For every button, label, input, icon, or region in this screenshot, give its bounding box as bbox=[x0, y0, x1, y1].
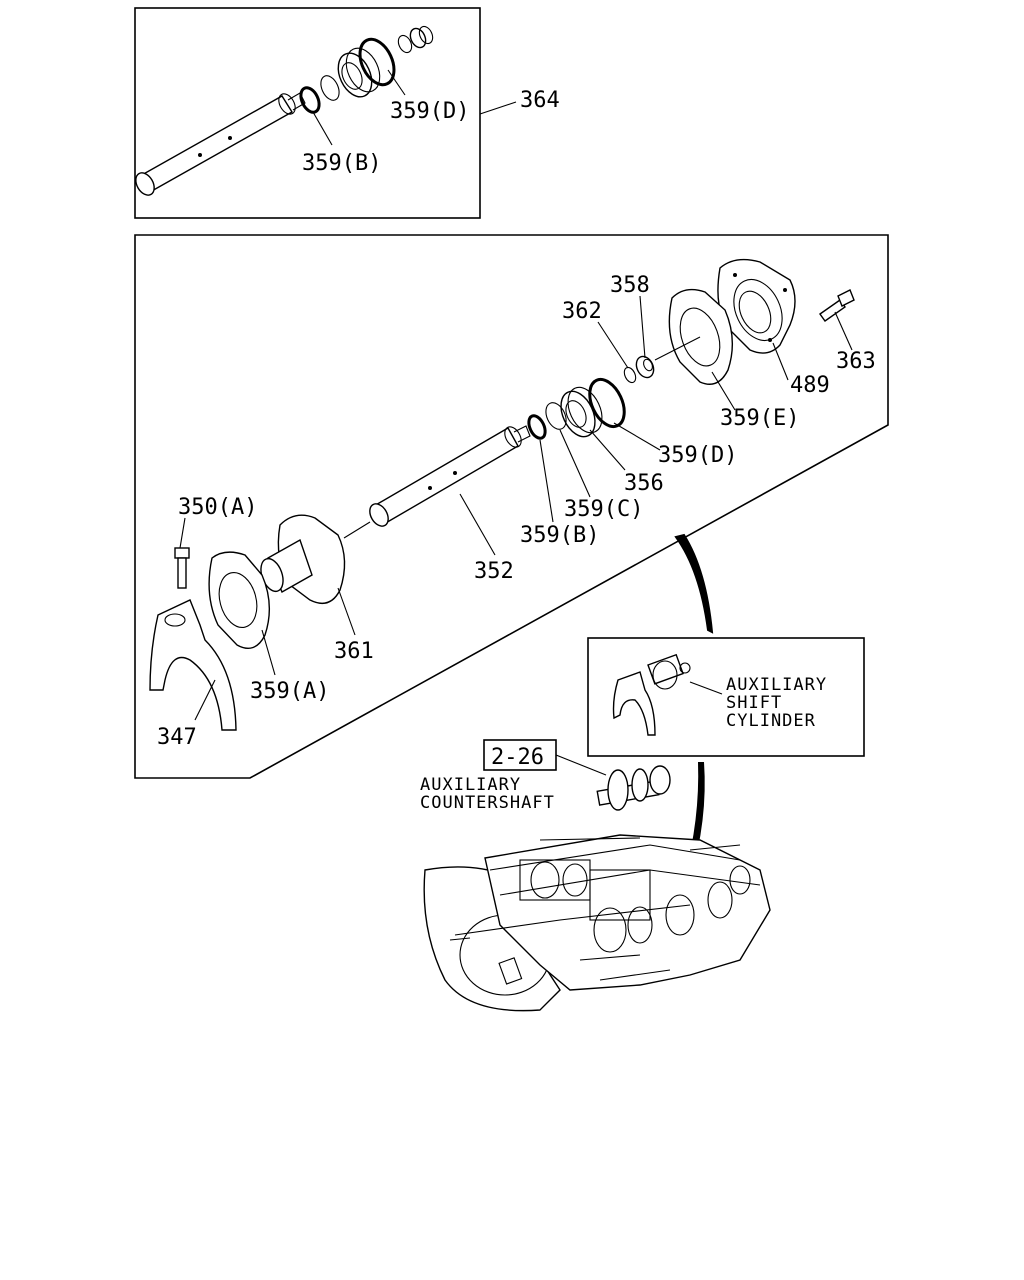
countershaft-drawing bbox=[596, 765, 671, 811]
aux-cylinder-line2: SHIFT bbox=[726, 693, 782, 713]
gasket-359a-drawing bbox=[208, 551, 270, 649]
label-489: 489 bbox=[790, 373, 830, 398]
label-352: 352 bbox=[474, 559, 514, 584]
aux-cylinder-line3: CYLINDER bbox=[726, 711, 816, 731]
oring-359d-inset bbox=[358, 37, 396, 87]
oring-359b-inset bbox=[299, 86, 321, 114]
label-359c: 359(C) bbox=[564, 497, 643, 522]
label-359e: 359(E) bbox=[720, 406, 799, 431]
label-359b-main: 359(B) bbox=[520, 523, 599, 548]
label-347: 347 bbox=[157, 725, 197, 750]
aux-cylinder-line1: AUXILIARY bbox=[726, 675, 827, 695]
ref-2-26-box[interactable]: 2-26 bbox=[483, 739, 557, 771]
label-359d-main: 359(D) bbox=[658, 443, 737, 468]
oring-359b-main bbox=[527, 414, 547, 440]
label-359d-inset: 359(D) bbox=[390, 99, 469, 124]
housing-361-drawing bbox=[260, 514, 346, 604]
piston-356-drawing bbox=[560, 386, 603, 438]
nut-inset bbox=[397, 25, 434, 54]
label-359b-inset: 359(B) bbox=[302, 151, 381, 176]
shaft-352-drawing bbox=[369, 425, 531, 527]
pointer-arrow-upper bbox=[674, 533, 714, 634]
label-358: 358 bbox=[610, 273, 650, 298]
countershaft-line2: COUNTERSHAFT bbox=[420, 793, 555, 813]
label-356: 356 bbox=[624, 471, 664, 496]
bolt-350a-drawing bbox=[174, 547, 190, 589]
label-362: 362 bbox=[562, 299, 602, 324]
gasket-359e-drawing bbox=[668, 288, 733, 385]
label-363: 363 bbox=[836, 349, 876, 374]
label-350a: 350(A) bbox=[178, 495, 257, 520]
pointer-arrow-lower bbox=[684, 762, 705, 880]
inset-364-box: 359(B) 359(D) 364 bbox=[134, 7, 560, 219]
nut-358-drawing bbox=[635, 355, 655, 379]
shaft-364-drawing bbox=[135, 92, 306, 196]
label-364: 364 bbox=[520, 88, 560, 113]
label-359a: 359(A) bbox=[250, 679, 329, 704]
ref-2-26-label: 2-26 bbox=[491, 745, 544, 770]
cylinder-thumbnail-drawing bbox=[612, 653, 691, 736]
oring-359c-main bbox=[545, 402, 567, 430]
fork-347-drawing bbox=[149, 599, 237, 731]
washer-362-drawing bbox=[623, 366, 637, 384]
transmission-illustration bbox=[423, 834, 771, 1012]
aux-shift-cylinder-box: AUXILIARY SHIFT CYLINDER bbox=[587, 637, 865, 757]
bolt-363-drawing bbox=[819, 289, 855, 322]
main-assembly-box: 358 362 363 489 359(E) 359(D) 356 359(C)… bbox=[134, 234, 889, 779]
piston-inset bbox=[337, 47, 381, 98]
label-361: 361 bbox=[334, 639, 374, 664]
countershaft-line1: AUXILIARY bbox=[420, 775, 521, 795]
